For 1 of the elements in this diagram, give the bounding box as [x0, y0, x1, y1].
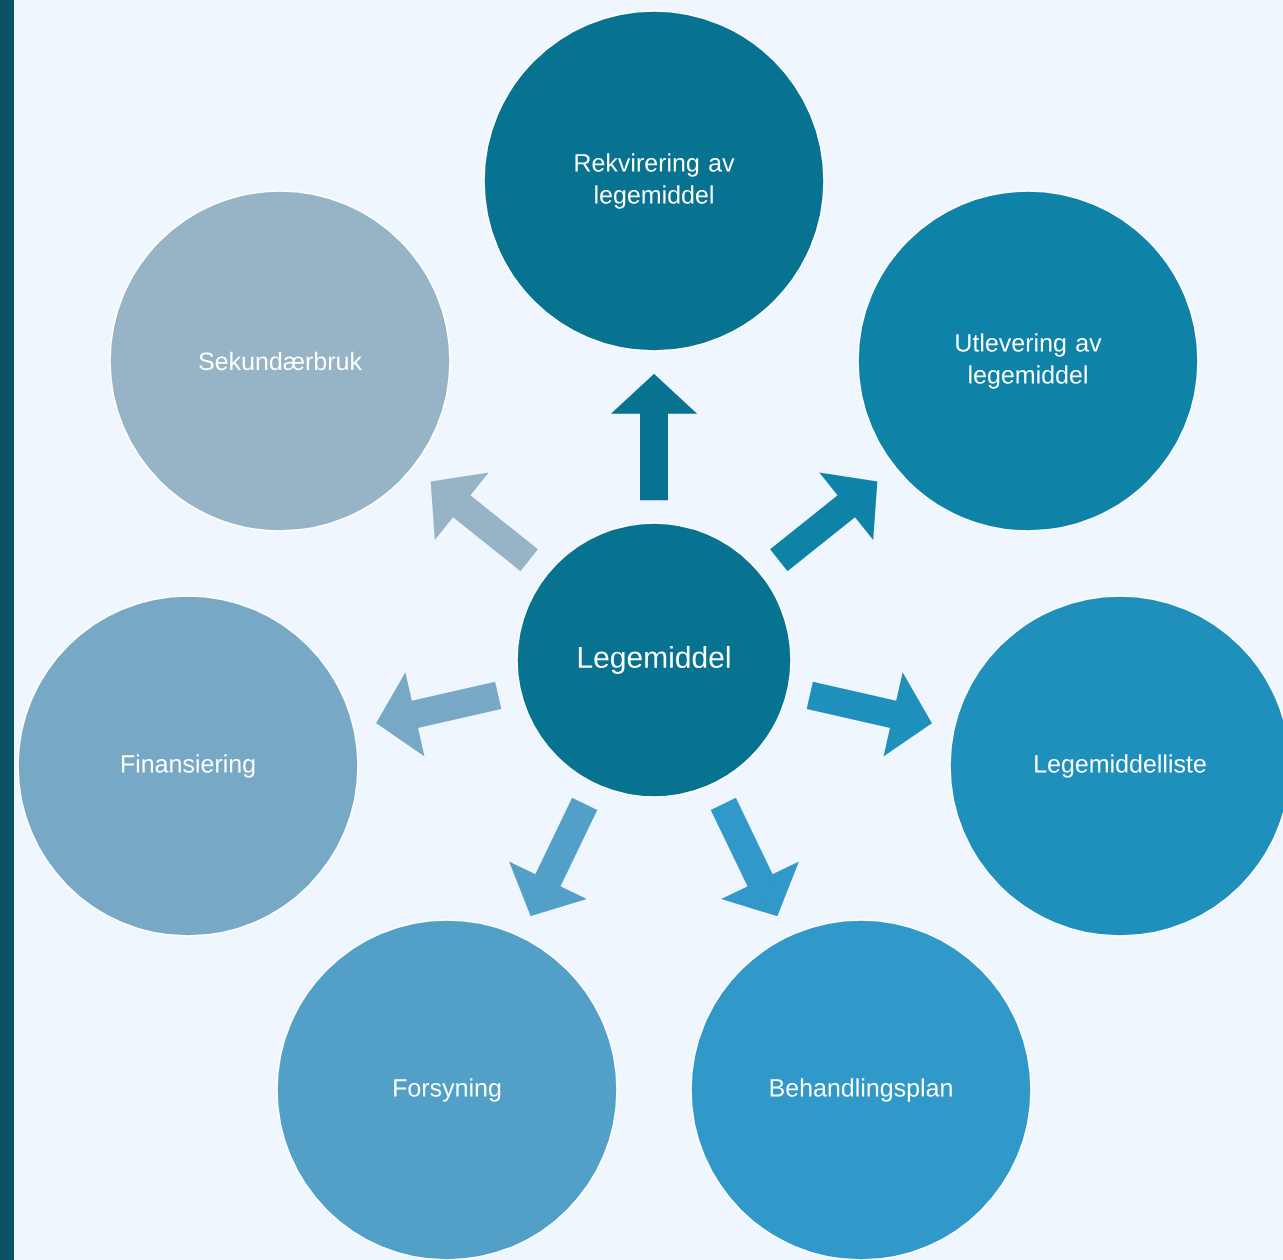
block-arrow: [770, 472, 878, 572]
